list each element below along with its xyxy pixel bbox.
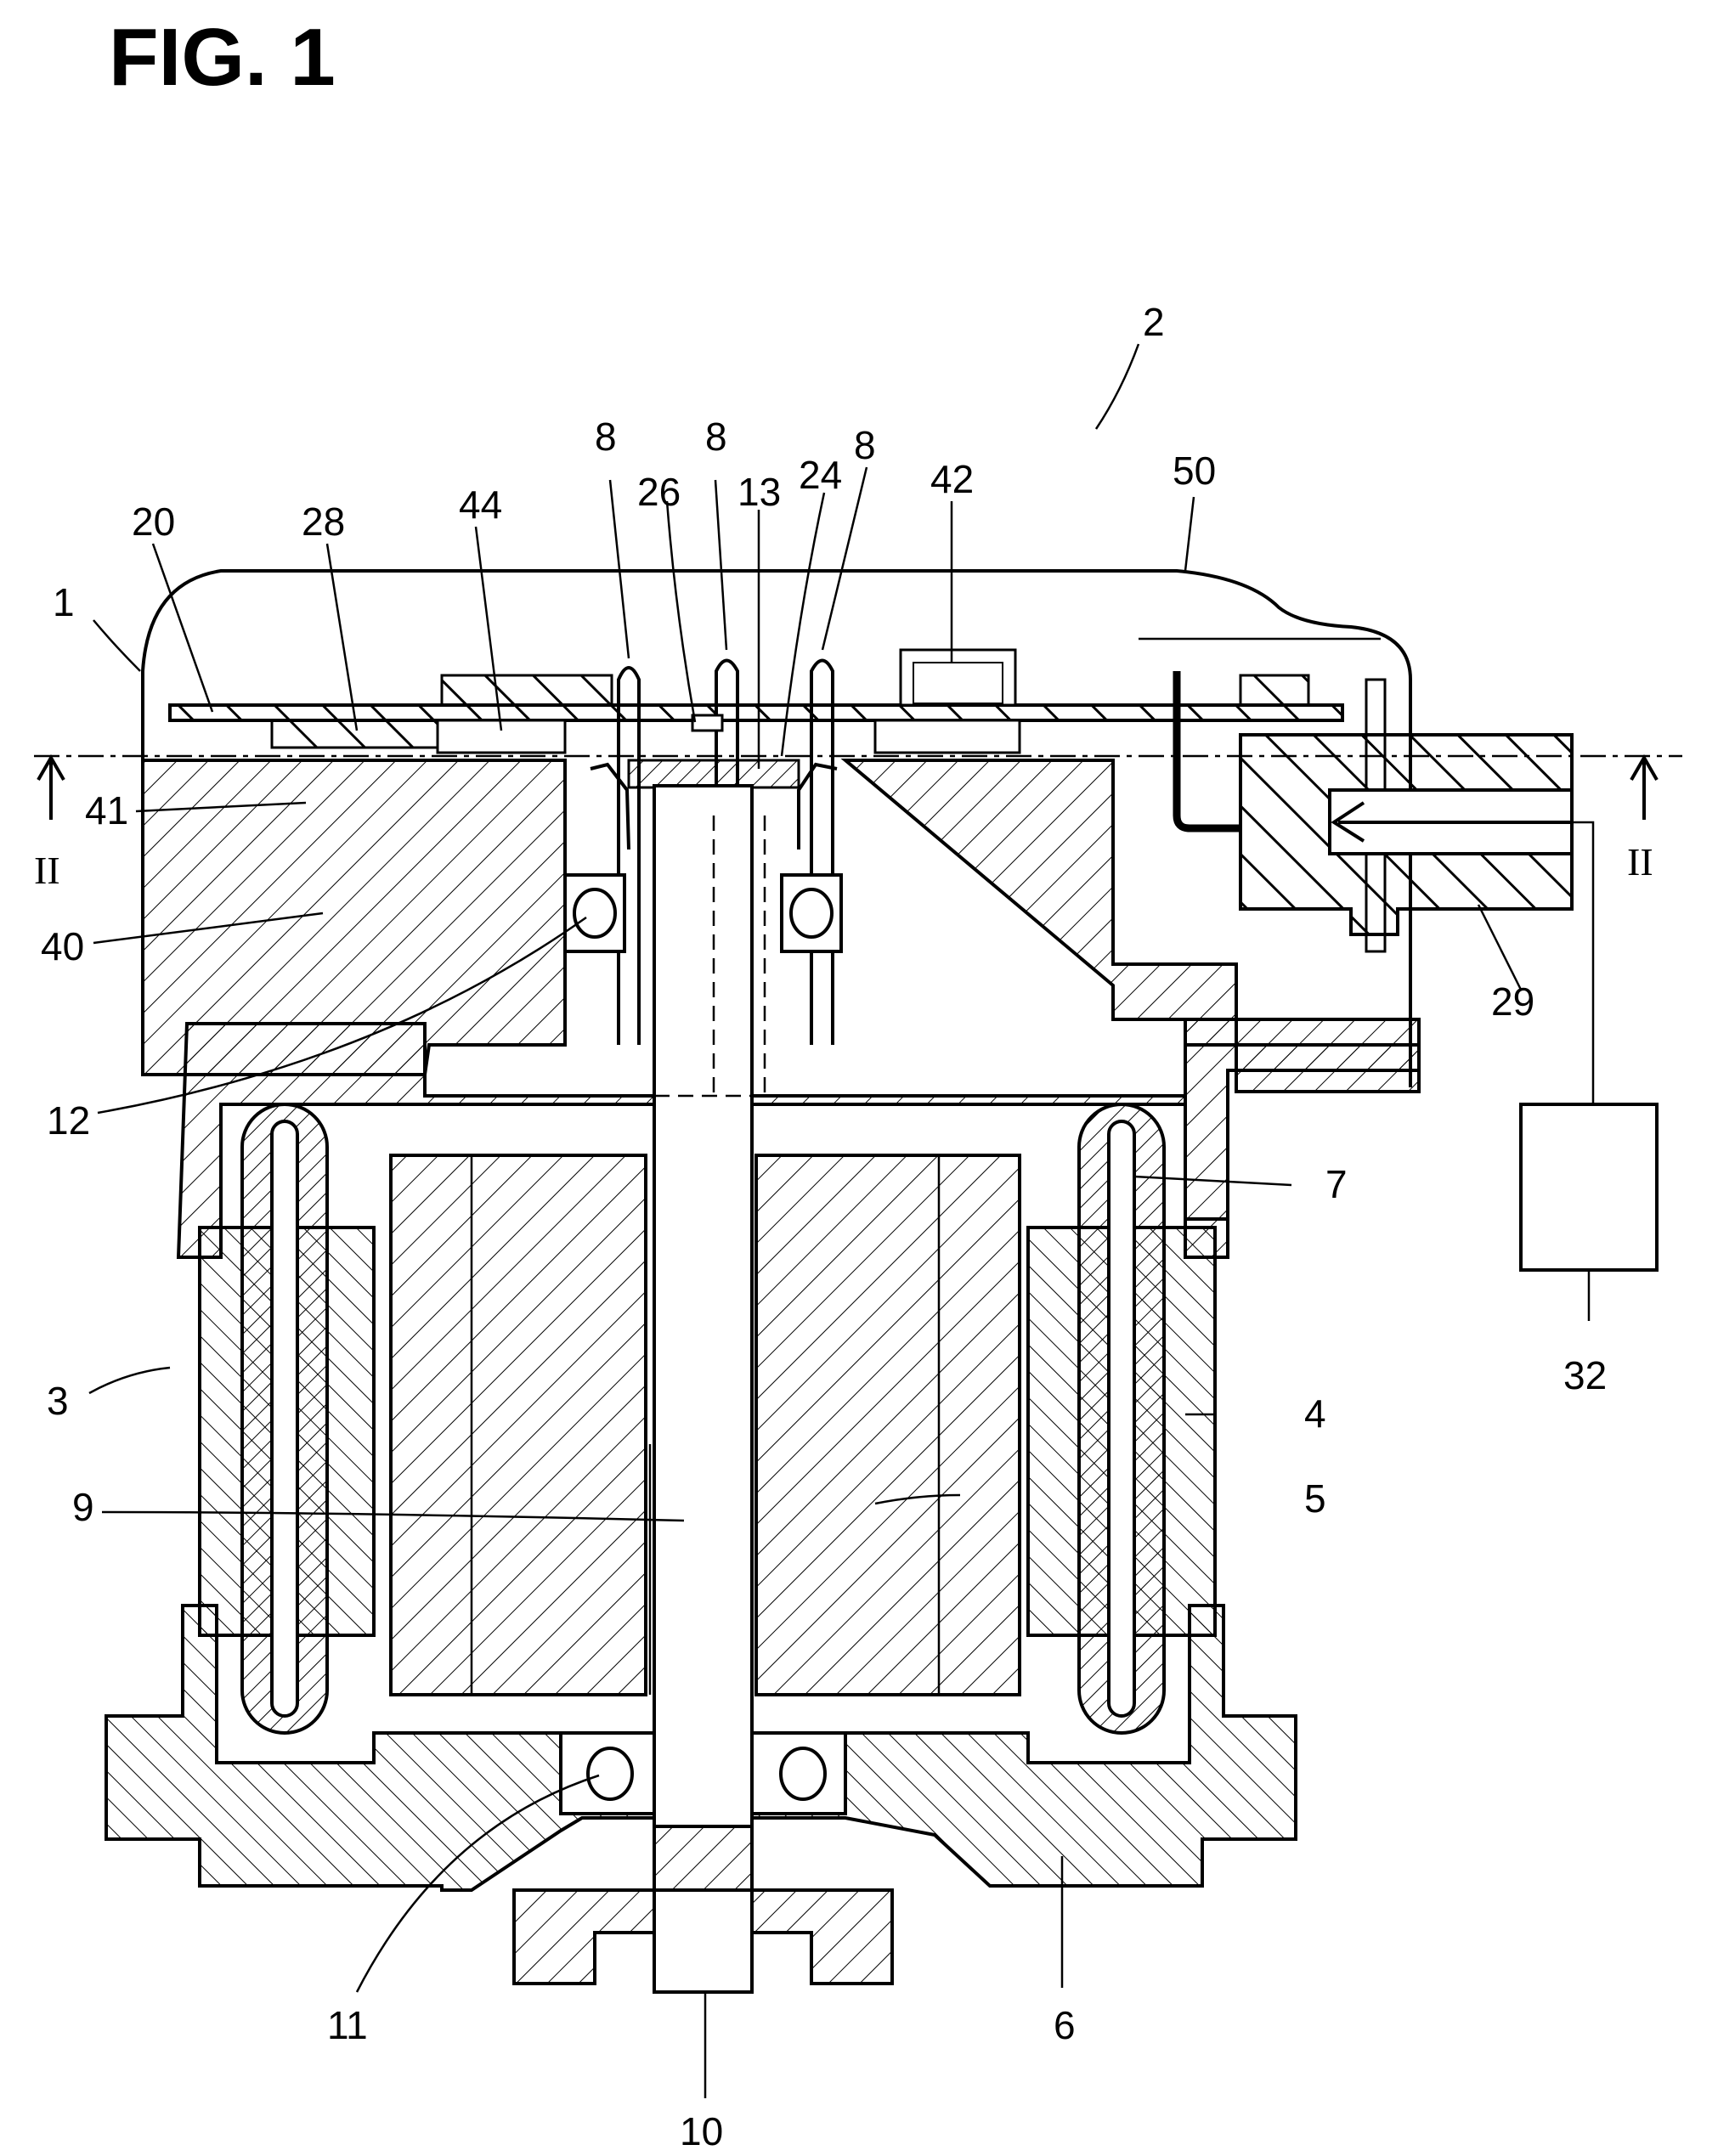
leader-26 [667, 501, 695, 722]
leader-1 [93, 620, 140, 671]
ref-40: 40 [41, 924, 84, 968]
ref-32: 32 [1563, 1353, 1607, 1397]
right-component [1240, 675, 1308, 705]
figure-title: FIG. 1 [109, 12, 336, 103]
ref-9: 9 [72, 1485, 94, 1529]
section-arrow-right [1631, 758, 1657, 820]
section-arrow-left [38, 758, 64, 820]
rotor-5-right [756, 1155, 1020, 1695]
ref-8a: 8 [595, 415, 617, 459]
leader-3 [89, 1368, 170, 1393]
bearing-12-ball-left [574, 889, 615, 937]
housing-right-lower [1185, 1019, 1419, 1219]
shaft-end [654, 1890, 752, 1992]
ref-26: 26 [637, 470, 681, 514]
leader-8b [715, 480, 726, 650]
magnet-holder-13 [629, 760, 799, 787]
ref-50: 50 [1173, 449, 1216, 493]
ref-2: 2 [1143, 300, 1165, 344]
ref-8c: 8 [854, 423, 876, 467]
device-32 [1521, 1104, 1657, 1270]
component-28 [272, 720, 450, 748]
bearing-11-ball-left [588, 1748, 632, 1799]
bearing-11-ball-right [781, 1748, 825, 1799]
component-42-top [901, 650, 1015, 705]
sensor-26 [692, 715, 722, 731]
ref-11: 11 [327, 2003, 368, 2047]
leader-20 [153, 544, 212, 712]
ref-12: 12 [47, 1098, 90, 1143]
ref-24: 24 [799, 453, 842, 497]
ref-1: 1 [53, 580, 75, 624]
leader-29 [1478, 905, 1521, 990]
component-42 [875, 720, 1020, 753]
terminal-8-a [619, 668, 639, 1045]
rotor-5-left [391, 1155, 646, 1695]
ref-4: 4 [1304, 1391, 1326, 1436]
ref-28: 28 [302, 499, 345, 544]
ref-13: 13 [737, 470, 781, 514]
section-label-left: II [34, 849, 60, 892]
ref-41: 41 [85, 788, 128, 832]
board-wire [1177, 671, 1240, 828]
shaft-9 [654, 786, 752, 1992]
circuit-board-20 [170, 705, 1342, 720]
ref-20: 20 [132, 499, 175, 544]
ref-44: 44 [459, 483, 502, 527]
ref-5: 5 [1304, 1476, 1326, 1521]
leader-2 [1096, 344, 1139, 429]
section-label-right: II [1627, 840, 1653, 883]
cable-to-32 [1572, 822, 1593, 1104]
ref-6: 6 [1054, 2003, 1076, 2047]
ref-29: 29 [1491, 979, 1534, 1024]
ref-42: 42 [930, 457, 974, 501]
component-top [442, 675, 612, 705]
ref-7: 7 [1325, 1162, 1348, 1206]
ref-3: 3 [47, 1379, 69, 1423]
coil-7-right-inner [1109, 1121, 1134, 1716]
bearing-12-ball-right [791, 889, 832, 937]
leader-50 [1185, 497, 1194, 571]
coil-7-left-inner [272, 1121, 297, 1716]
ref-10: 10 [680, 2109, 723, 2153]
ref-8b: 8 [705, 415, 727, 459]
